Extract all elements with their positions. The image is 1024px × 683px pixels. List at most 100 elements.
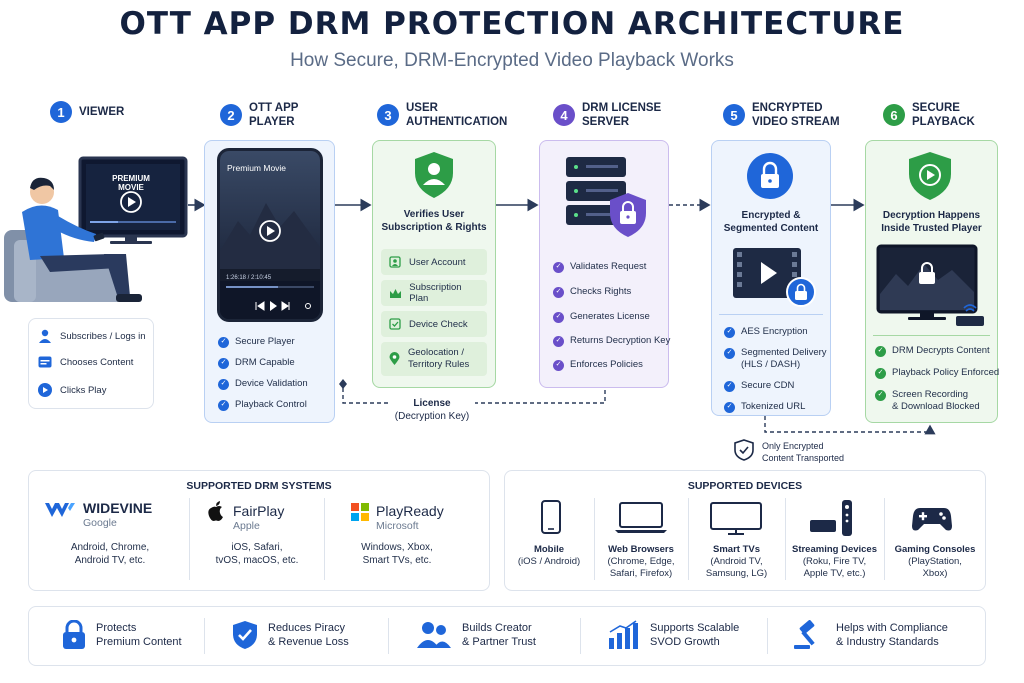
viewer-action-choose: Chooses Content (38, 356, 133, 368)
benefits-bar (28, 606, 986, 666)
stream-heading: Encrypted &Segmented Content (723, 210, 819, 234)
player-timestamp: 1:26:18 / 2:10:45 (226, 275, 272, 281)
license-server-item: ✓Returns Decryption Key (553, 335, 670, 347)
benefit-separator (767, 618, 768, 654)
auth-item-geolocation: Geolocation /Territory Rules (381, 342, 487, 376)
crown-icon (390, 288, 401, 298)
player-feature: ✓Device Validation (218, 378, 308, 390)
player-feature: ✓DRM Capable (218, 357, 308, 369)
benefit-compliance: Helps with Compliance& Industry Standard… (792, 620, 948, 650)
drm-name-playready: PlayReady (376, 503, 444, 519)
apple-logo-icon (208, 501, 223, 521)
padlock-icon (63, 620, 85, 649)
phone-screen-title: Premium Movie (227, 163, 287, 173)
stream-feature: ✓AES Encryption (724, 326, 827, 338)
auth-item-subscription: Subscription Plan (381, 280, 487, 306)
check-icon: ✓ (553, 286, 564, 298)
license-server-item: ✓Checks Rights (553, 286, 670, 298)
shield-play-icon (909, 152, 951, 200)
check-icon: ✓ (724, 401, 735, 413)
device-gaming-sub: (PlayStation,Xbox) (908, 556, 962, 579)
shield-user-icon (415, 152, 453, 198)
location-pin-icon (389, 352, 400, 365)
check-icon: ✓ (218, 378, 229, 390)
benefit-builds-trust: Builds Creator& Partner Trust (416, 620, 536, 650)
step-number: 6 (883, 104, 905, 126)
step-number: 1 (50, 101, 72, 123)
device-separator (785, 498, 786, 580)
streaming-device-icon (810, 500, 852, 536)
drm-name-fairplay: FairPlay (233, 503, 285, 519)
devices-panel (504, 470, 986, 591)
check-icon: ✓ (553, 335, 564, 347)
device-check-icon (389, 318, 401, 330)
device-gaming-name: Gaming Consoles (894, 544, 976, 555)
game-controller-icon (912, 508, 952, 531)
drm-vendor-google: Google (83, 517, 117, 529)
check-icon: ✓ (218, 399, 229, 411)
device-browsers-name: Web Browsers (608, 544, 674, 555)
device-streaming-sub: (Roku, Fire TV,Apple TV, etc.) (802, 556, 867, 579)
secure-tv-icon (876, 244, 984, 326)
benefit-separator (204, 618, 205, 654)
page-title: OTT APP DRM PROTECTION ARCHITECTURE (119, 6, 905, 42)
playback-divider (873, 335, 990, 336)
drm-name-widevine: WIDEVINE (83, 500, 153, 516)
check-icon: ✓ (724, 380, 735, 392)
growth-chart-icon (609, 620, 638, 649)
viewer-action-login: Subscribes / Logs in (38, 329, 146, 343)
drm-separator (189, 498, 190, 580)
shield-check-icon (233, 621, 257, 649)
license-server-item: ✓Enforces Policies (553, 359, 670, 371)
step-number: 4 (553, 104, 575, 126)
step-1-header: 1 VIEWER (50, 101, 124, 123)
device-separator (884, 498, 885, 580)
player-feature: ✓Playback Control (218, 399, 308, 411)
drm-vendor-apple: Apple (233, 520, 260, 532)
stream-feature: ✓Segmented Delivery(HLS / DASH) (724, 347, 827, 371)
auth-item-device-check: Device Check (381, 311, 487, 337)
gavel-icon (794, 620, 815, 649)
device-streaming-name: Streaming Devices (791, 544, 877, 555)
license-server-item: ✓Generates License (553, 311, 670, 323)
check-icon: ✓ (724, 347, 735, 359)
player-feature: ✓Secure Player (218, 336, 308, 348)
benefit-separator (580, 618, 581, 654)
viewer-illustration (4, 156, 188, 302)
check-icon: ✓ (553, 311, 564, 323)
device-separator (594, 498, 595, 580)
drm-platforms-fairplay: iOS, Safari,tvOS, macOS, etc. (215, 542, 299, 566)
benefit-reduces-piracy: Reduces Piracy& Revenue Loss (232, 620, 349, 650)
benefit-separator (388, 618, 389, 654)
smart-tv-icon (710, 502, 762, 535)
device-smart-tv-name: Smart TVs (713, 544, 760, 555)
server-lock-icon (566, 157, 646, 237)
drm-platforms-playready: Windows, Xbox,Smart TVs, etc. (361, 542, 433, 566)
user-icon (39, 329, 51, 343)
device-browsers-sub: (Chrome, Edge,Safari, Firefox) (607, 556, 675, 579)
device-mobile-sub: (iOS / Android) (517, 556, 581, 567)
mobile-phone-icon (541, 500, 561, 534)
playback-feature: ✓DRM Decrypts Content (875, 345, 999, 357)
check-icon: ✓ (724, 326, 735, 338)
shield-check-icon (734, 439, 754, 461)
check-icon: ✓ (875, 367, 886, 379)
license-return-path (342, 388, 606, 404)
stream-feature: ✓Secure CDN (724, 380, 827, 392)
user-icon (389, 256, 401, 268)
license-key-label: License(Decryption Key) (394, 398, 470, 422)
check-icon: ✓ (875, 345, 886, 357)
drm-systems-panel (28, 470, 490, 591)
